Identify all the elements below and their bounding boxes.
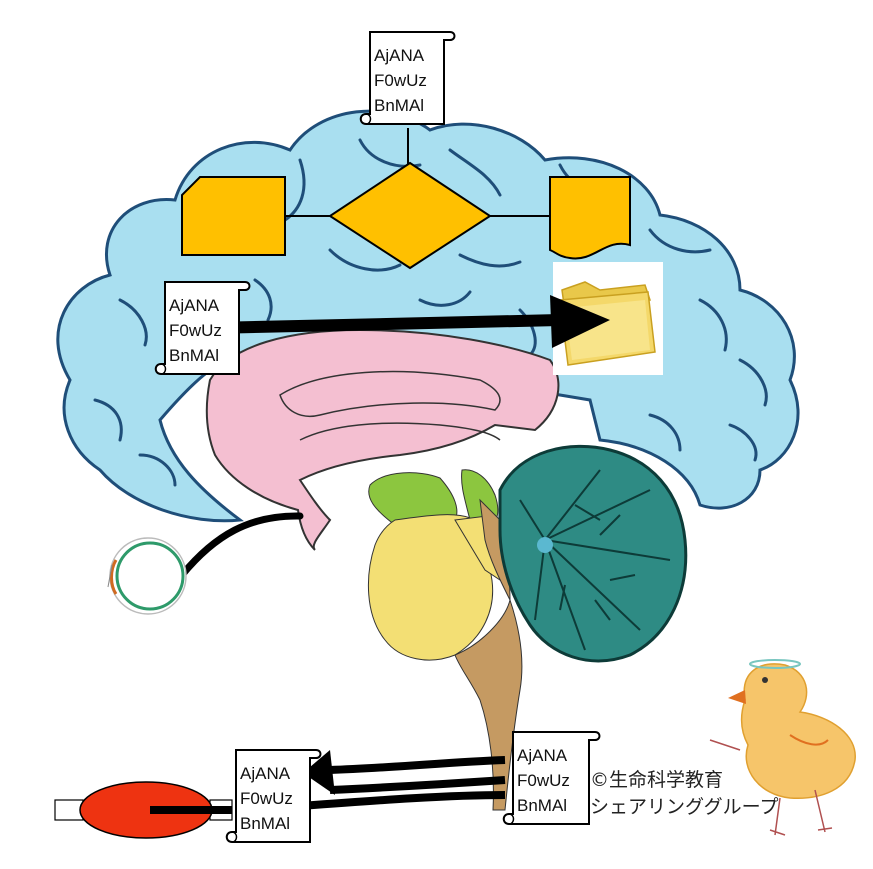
credit-line-1: ©生命科学教育 — [590, 769, 724, 791]
scroll-line: BnMAl — [240, 814, 290, 833]
thalamus — [368, 472, 458, 526]
scroll-line: BnMAl — [517, 796, 567, 815]
scroll-line: F0wUz — [517, 771, 570, 790]
chick-icon — [709, 659, 856, 836]
scroll-body — [502, 731, 601, 825]
scroll-body — [225, 749, 322, 843]
optic-nerve — [178, 512, 304, 579]
limbic-region — [205, 328, 560, 551]
motor-arrows — [299, 750, 506, 810]
scroll-line: F0wUz — [240, 789, 293, 808]
scroll-line: BnMAl — [374, 96, 424, 115]
document-shape — [549, 176, 631, 260]
credit-line-2: シェアリンググループ — [590, 796, 779, 818]
flowchart — [181, 128, 631, 270]
scroll-line: AjANA — [169, 296, 220, 315]
scroll-curl — [160, 363, 167, 375]
card-shape — [181, 176, 286, 256]
scroll-line: F0wUz — [374, 71, 427, 90]
decision-diamond — [328, 161, 492, 270]
muscle-icon — [54, 781, 233, 839]
scroll-curl — [365, 113, 372, 125]
scroll-line: F0wUz — [169, 321, 222, 340]
scroll-line: BnMAl — [169, 346, 219, 365]
scroll-body — [154, 281, 251, 375]
scroll-body — [359, 31, 456, 125]
cerebellum — [498, 444, 688, 663]
scroll-curl — [231, 831, 238, 843]
eye-icon — [107, 537, 187, 615]
scroll-line: AjANA — [517, 746, 568, 765]
arrow-to-folder — [211, 295, 610, 348]
scroll-line: AjANA — [374, 46, 425, 65]
scroll-line: AjANA — [240, 764, 291, 783]
scroll-curl — [508, 813, 515, 825]
